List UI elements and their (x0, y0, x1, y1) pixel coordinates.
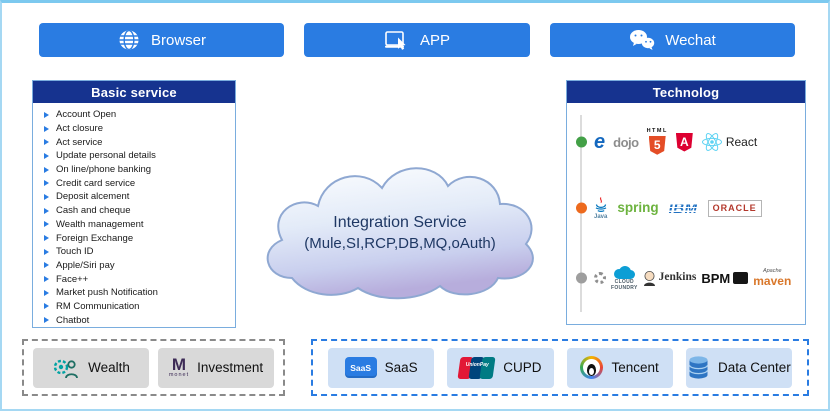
globe-icon (117, 28, 141, 52)
technology-panel: Technolog e dojo HTML 5 A (566, 80, 806, 325)
gear-icon (594, 272, 606, 284)
cloud-shape-icon (266, 167, 534, 300)
arrow-bullet-icon (44, 248, 49, 255)
service-item: Foreign Exchange (44, 231, 235, 245)
investment-item[interactable]: M monet Investment (158, 347, 274, 388)
saas-icon: SaaS (344, 357, 377, 378)
timeline-dot-orange (575, 202, 587, 214)
saas-item[interactable]: SaaS SaaS (328, 347, 435, 388)
wealth-investment-group: Wealth M monet Investment (22, 339, 285, 396)
service-item: Update personal details (44, 149, 235, 163)
service-item: On line/phone banking (44, 163, 235, 177)
cloud-foundry-logo: CLOUD FOUNDRY (611, 265, 638, 291)
service-item: Credit card service (44, 176, 235, 190)
arrow-bullet-icon (44, 180, 49, 187)
tech-row-devops: CLOUD FOUNDRY Jenkins BPM (567, 249, 802, 307)
html5-logo: HTML 5 (647, 129, 668, 155)
database-icon (687, 355, 710, 380)
service-item: Deposit alcement (44, 190, 235, 204)
service-item: Chatbot (44, 313, 235, 327)
technology-body: e dojo HTML 5 A (567, 103, 805, 324)
jenkins-logo: Jenkins (643, 270, 696, 286)
wealth-gear-person-icon (52, 356, 80, 380)
arrow-bullet-icon (44, 289, 49, 296)
oracle-logo: ORACLE (707, 199, 762, 217)
arrow-bullet-icon (44, 262, 49, 269)
tencent-item[interactable]: Tencent (566, 347, 673, 388)
service-item: Act service (44, 135, 235, 149)
cupd-item[interactable]: UnionPay CUPD (447, 347, 554, 388)
java-cup-icon (595, 196, 607, 213)
platform-group: SaaS SaaS UnionPay CUPD Tencent (311, 339, 809, 396)
jenkins-butler-icon (643, 270, 656, 286)
integration-subtitle: (Mule,SI,RCP,DB,MQ,oAuth) (304, 234, 496, 252)
dojo-logo: dojo (613, 134, 639, 150)
service-item: Touch ID (44, 245, 235, 259)
app-button[interactable]: APP (304, 23, 530, 57)
cupd-label: CUPD (503, 360, 542, 375)
app-label: APP (419, 31, 450, 49)
arrow-bullet-icon (44, 276, 49, 283)
cloud-foundry-cloud-icon (612, 265, 636, 279)
service-item: Act closure (44, 122, 235, 136)
integration-title: Integration Service (333, 214, 467, 231)
basic-service-list: Account Open Act closure Act service Upd… (33, 108, 235, 327)
arrow-bullet-icon (44, 303, 49, 310)
channel-bar: Browser APP (39, 23, 795, 57)
wechat-label: Wechat (665, 31, 716, 49)
service-item: RM Communication (44, 300, 235, 314)
datacenter-label: Data Center (717, 360, 791, 375)
react-logo: React (701, 132, 757, 152)
browser-button[interactable]: Browser (39, 23, 284, 57)
java-logo: Java (594, 196, 607, 220)
service-item: Cash and cheque (44, 204, 235, 218)
tencent-penguin-icon (580, 356, 604, 379)
arrow-bullet-icon (44, 317, 49, 324)
datacenter-item[interactable]: Data Center (685, 347, 792, 388)
maven-logo: Apache maven (753, 267, 792, 289)
arrow-bullet-icon (44, 139, 49, 146)
investment-label: Investment (197, 360, 264, 375)
arrow-bullet-icon (44, 111, 49, 118)
wechat-button[interactable]: Wechat (550, 23, 795, 57)
unionpay-icon: UnionPay (457, 356, 496, 379)
basic-service-panel: Basic service Account Open Act closure A… (32, 80, 236, 328)
bpm-logo: BPM (701, 272, 749, 285)
integration-cloud-text: Integration Service (Mule,SI,RCP,DB,MQ,o… (258, 212, 542, 254)
browser-label: Browser (150, 31, 206, 49)
arrow-bullet-icon (44, 207, 49, 214)
react-atom-icon (701, 132, 723, 152)
service-item: Account Open (44, 108, 235, 122)
saas-label: SaaS (384, 360, 418, 375)
timeline-dot-green (575, 136, 587, 148)
monet-logo: M monet (168, 355, 190, 379)
ibm-logo: IBM (668, 199, 698, 217)
wechat-icon (629, 29, 655, 51)
tech-row-frontend: e dojo HTML 5 A (567, 113, 802, 171)
integration-cloud: Integration Service (Mule,SI,RCP,DB,MQ,o… (258, 150, 542, 325)
bpm-box-icon (733, 272, 749, 284)
arrow-bullet-icon (44, 235, 49, 242)
service-item: Market push Notification (44, 286, 235, 300)
arrow-bullet-icon (44, 152, 49, 159)
technology-title: Technolog (567, 81, 805, 103)
arrow-bullet-icon (44, 125, 49, 132)
service-item: Face++ (44, 272, 235, 286)
service-item: Apple/Siri pay (44, 259, 235, 273)
wealth-label: Wealth (88, 360, 130, 375)
timeline-dot-gray (575, 272, 587, 284)
basic-service-title: Basic service (33, 81, 235, 103)
arrow-bullet-icon (44, 221, 49, 228)
angular-logo: A (675, 132, 693, 152)
wealth-item[interactable]: Wealth (33, 347, 149, 388)
tencent-label: Tencent (611, 360, 659, 375)
service-item: Wealth management (44, 218, 235, 232)
arrow-bullet-icon (44, 166, 49, 173)
spring-logo: spring (617, 200, 659, 216)
internet-explorer-logo: e (594, 131, 606, 153)
tech-row-backend: Java spring IBM ORACLE (567, 179, 802, 237)
arrow-bullet-icon (44, 193, 49, 200)
mobile-app-icon (384, 28, 410, 52)
